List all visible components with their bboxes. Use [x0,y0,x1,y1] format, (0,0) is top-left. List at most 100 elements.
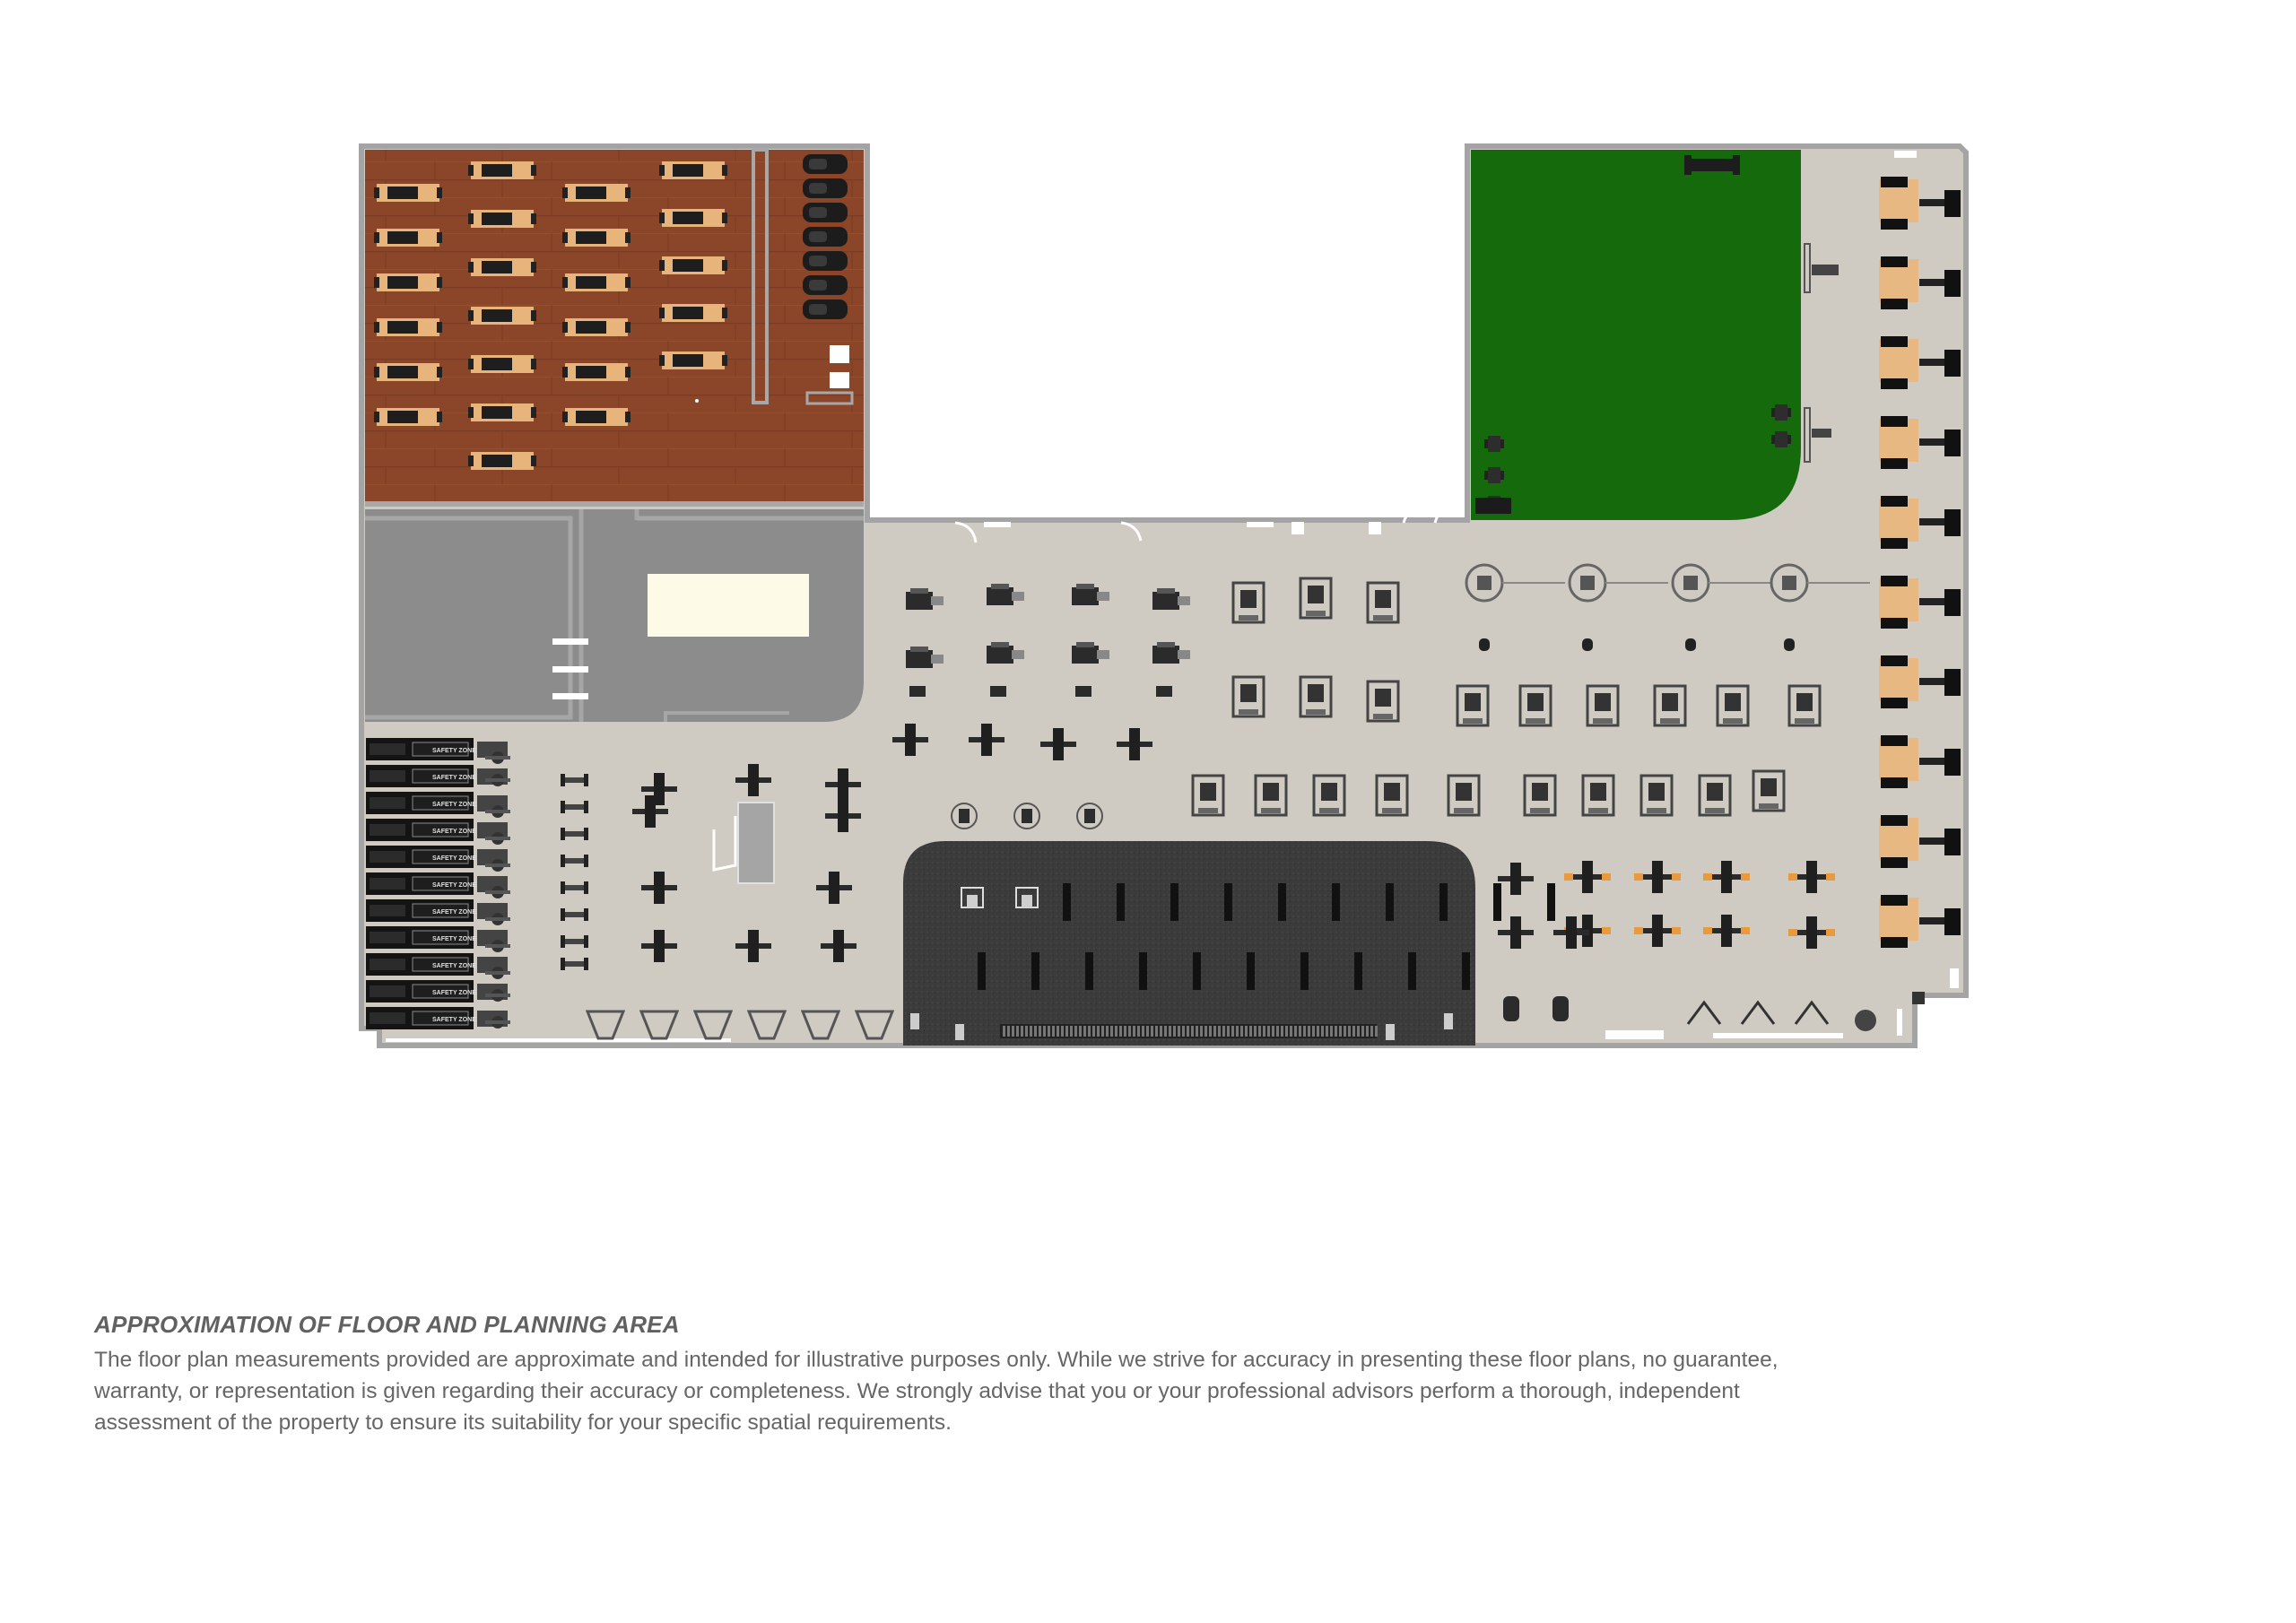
bench-station [1879,177,1961,230]
rack-post [1386,1024,1395,1040]
rack-attachment [485,832,510,845]
strength-machine [1586,684,1620,727]
reformer-bed [659,352,727,369]
turf-sled [1475,498,1511,514]
turf-machine [1771,431,1791,447]
functional-station [735,930,771,962]
rack-attachment [485,989,510,1002]
turf-right-racks [1804,243,1839,463]
bench-station [1879,655,1961,708]
leg-press [692,1010,734,1040]
strength-machine [1581,774,1615,817]
studio-bike [803,299,848,319]
plate-loaded-machine [1634,861,1681,893]
hack-squat [1794,1000,1830,1025]
cardio-seat [990,686,1006,697]
bench-station [1879,336,1961,389]
bench [1117,883,1125,921]
functional-station [1076,803,1103,829]
functional-station [641,872,677,904]
reformer-beds [374,161,727,470]
doors [712,502,1456,872]
studio-bike [803,203,848,222]
svg-text:SAFETY ZONE: SAFETY ZONE [432,909,476,916]
treadmill [1299,675,1333,718]
reformer-bed [374,318,442,336]
reformer-bed [374,273,442,291]
rack-attachment [485,774,510,786]
bench [1278,883,1286,921]
bench [1386,883,1394,921]
right-bench-strip [1879,177,1961,948]
treadmill [1231,675,1265,718]
safety-zone-platform: SAFETY ZONE [366,765,508,787]
strength-machine [1518,684,1552,727]
selectorized-machine [1040,728,1076,760]
reformer-bed [468,404,536,421]
safety-zone-platform: SAFETY ZONE [366,819,508,841]
treadmill [1366,581,1400,624]
strength-machine [1752,769,1786,812]
cardio-seat [1156,686,1172,697]
reformer-bed [374,408,442,426]
bench [1085,952,1093,990]
strength-machine [1653,684,1687,727]
strength-machine [1254,774,1288,817]
cardio-machine [987,584,1024,605]
dumbbell-stand [561,855,588,867]
strength-machine [1375,774,1409,817]
cardio-machine [1072,584,1109,605]
functional-station [825,768,861,801]
rack-attachment [485,940,510,952]
turf-machine [1771,404,1791,421]
bench [1332,883,1340,921]
hack-squat [1686,1000,1722,1025]
dumbbell-stand [561,908,588,921]
reformer-bed [562,184,631,202]
hack-squat [1740,1000,1776,1025]
treadmill [1231,581,1265,624]
rack-attachment [485,805,510,818]
turf-equipment [1475,404,1791,514]
bench [1139,952,1147,990]
leg-press [854,1010,895,1040]
leg-press [800,1010,841,1040]
leg-press [746,1010,787,1040]
studio-bike [803,251,848,271]
selectorized-machine [892,724,928,756]
rack-attachment [485,886,510,898]
bench-station [1879,416,1961,469]
rack-attachment [485,859,510,872]
safety-zone-platform: SAFETY ZONE [366,846,508,868]
studio-bike [803,227,848,247]
bench-station [1879,895,1961,948]
reformer-bed [659,209,727,227]
reformer-bed [468,210,536,228]
bench-station [1879,815,1961,868]
dumbbell-stand [561,801,588,813]
reformer-bed [562,318,631,336]
safety-zone-platform: SAFETY ZONE [366,953,508,976]
dumbbell-stand [561,828,588,840]
leg-press [585,1010,626,1040]
plate-loaded-machine [1498,863,1534,895]
reformer-bed [468,452,536,470]
plate-loaded-machine [1788,916,1835,949]
free-weights-equipment [910,883,1555,1040]
turf-zone [1471,150,1801,520]
bench [1247,952,1255,990]
cardio-machine [987,642,1024,664]
plate-loaded-machine [1788,861,1835,893]
rack-attachment [485,1016,510,1028]
selectorized-machine [969,724,1004,756]
functional-station [641,930,677,962]
cable-station [1568,563,1668,651]
strength-machine [1456,684,1490,727]
studio-bike [803,154,848,174]
bench-station [1879,496,1961,549]
bench [1408,952,1416,990]
strength-machine [1523,774,1557,817]
reformer-bed [468,258,536,276]
bench [1063,883,1071,921]
